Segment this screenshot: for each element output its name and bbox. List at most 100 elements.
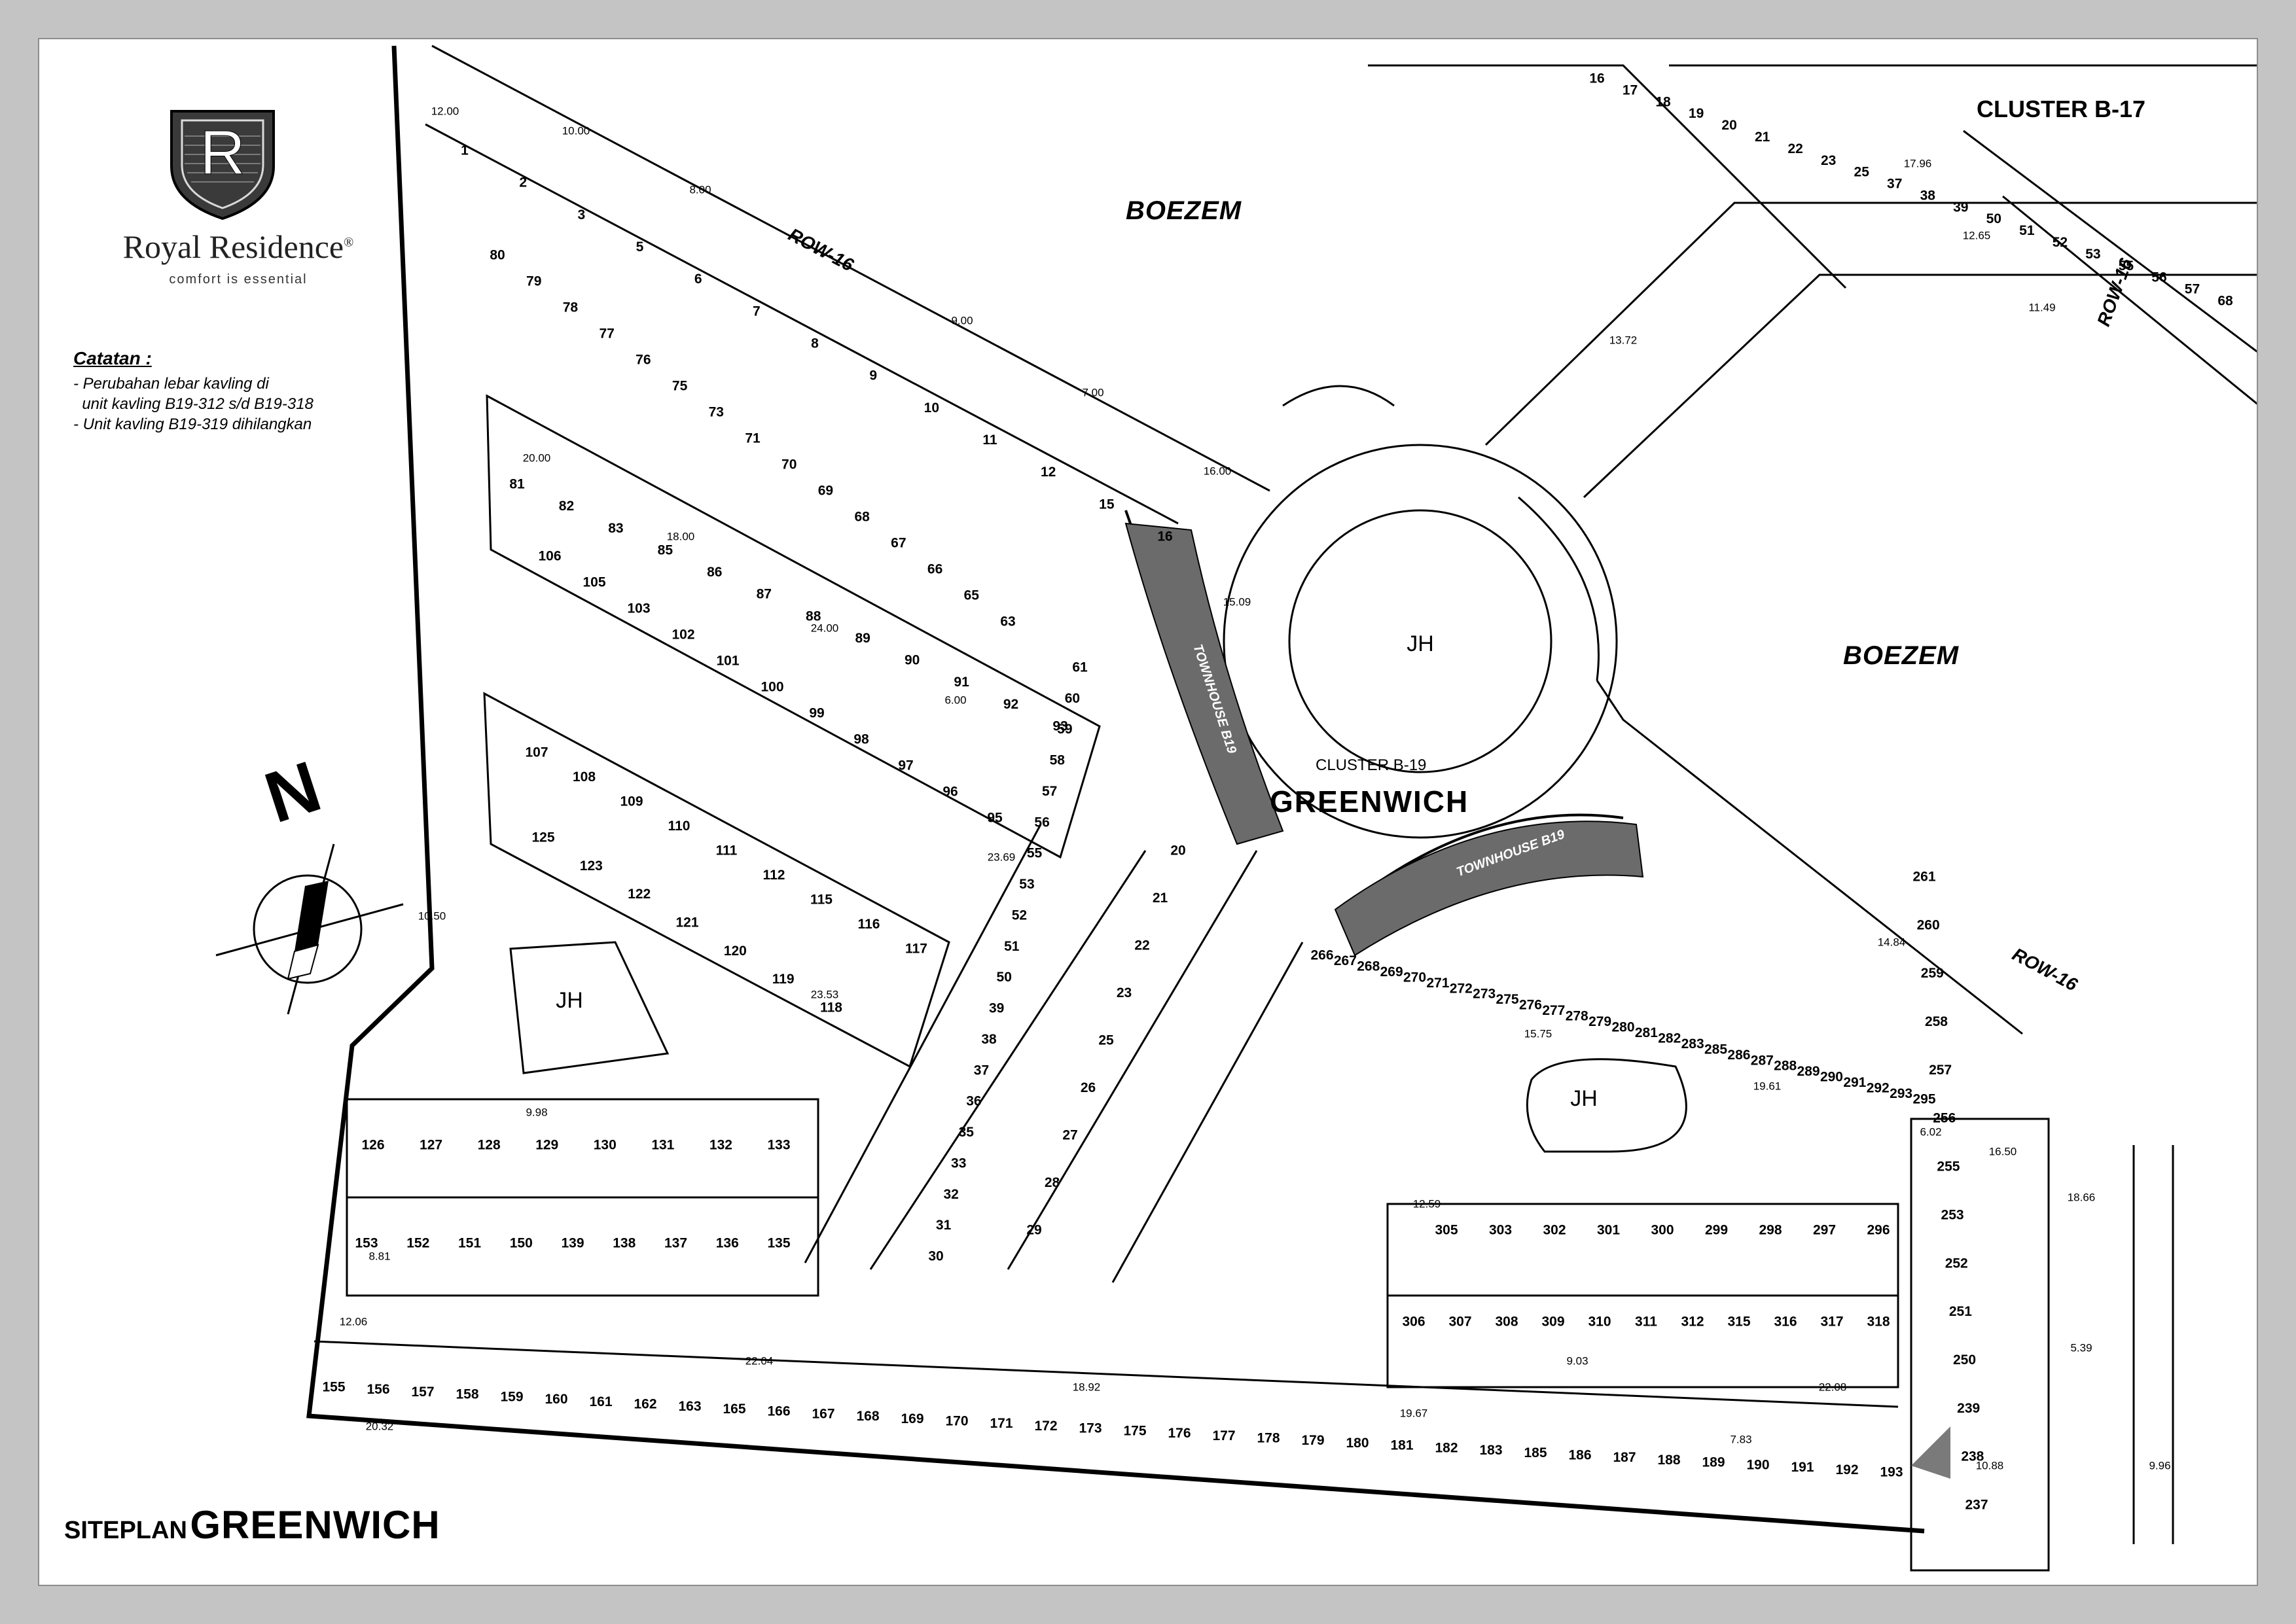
- lot-number: 128: [478, 1138, 501, 1153]
- lot-number: 186: [1568, 1448, 1591, 1463]
- lot-number: 190: [1746, 1457, 1769, 1472]
- note-line: unit kavling B19-312 s/d B19-318: [73, 395, 314, 413]
- lot-number: 159: [500, 1389, 523, 1404]
- lot-number: 301: [1597, 1223, 1620, 1238]
- lot-number: 99: [809, 706, 824, 721]
- lot-number: 305: [1435, 1223, 1458, 1238]
- lot-number: 111: [716, 843, 738, 858]
- lot-number: 257: [1929, 1063, 1952, 1078]
- north-arrow: N: [209, 733, 419, 1047]
- lot-number: 175: [1123, 1423, 1146, 1438]
- lot-number: 58: [1050, 753, 1066, 768]
- lot-number: 87: [757, 587, 772, 602]
- lot-number: 116: [858, 917, 880, 932]
- lot-number: 251: [1949, 1304, 1972, 1319]
- lot-labels: 1235678910111215168079787776757371706968…: [322, 71, 2233, 1513]
- lot-number: 183: [1479, 1443, 1502, 1458]
- lot-number: 60: [1065, 691, 1080, 706]
- lot-number: 255: [1937, 1159, 1960, 1174]
- lot-number: 271: [1426, 976, 1449, 991]
- lot-number: 239: [1957, 1401, 1980, 1416]
- note-line: - Unit kavling B19-319 dihilangkan: [73, 415, 312, 433]
- lot-number: 161: [589, 1394, 612, 1409]
- lot-number: 57: [1042, 784, 1057, 799]
- brand-logo: R: [165, 103, 280, 221]
- lot-number: 71: [745, 431, 761, 446]
- lot-number: 38: [981, 1032, 997, 1047]
- lot-number: 18: [1655, 94, 1671, 109]
- lot-number: 30: [928, 1249, 943, 1264]
- dimension-label: 6.00: [944, 694, 966, 707]
- dimension-label: 20.32: [366, 1421, 394, 1433]
- lot-number: 7: [753, 304, 761, 319]
- lot-number: 115: [810, 892, 833, 908]
- lot-number: 29: [1026, 1223, 1041, 1238]
- lot-number: 36: [966, 1094, 981, 1109]
- lot-number: 86: [707, 565, 722, 580]
- lot-number: 189: [1702, 1455, 1725, 1470]
- lot-number: 269: [1380, 964, 1403, 980]
- site-plan: ROW-16 ROW-16 ROW-16 JH JH JH TOWNHOUSE …: [306, 44, 2257, 1572]
- lot-number: 293: [1890, 1086, 1912, 1101]
- lot-number: 53: [2085, 247, 2100, 262]
- lot-number: 105: [583, 575, 605, 590]
- lot-number: 170: [945, 1414, 968, 1429]
- lot-number: 280: [1611, 1020, 1634, 1035]
- lot-number: 179: [1301, 1433, 1324, 1448]
- plan-linework: [306, 44, 2257, 1572]
- lot-number: 129: [535, 1138, 558, 1153]
- lot-number: 75: [672, 379, 688, 394]
- dimension-label: 20.00: [523, 452, 551, 465]
- lot-number: 6: [694, 272, 702, 287]
- dimension-label: 9.03: [1566, 1355, 1588, 1368]
- lot-number: 318: [1867, 1315, 1890, 1330]
- lot-number: 303: [1489, 1223, 1512, 1238]
- lot-number: 69: [818, 484, 833, 499]
- lot-number: 122: [628, 887, 651, 902]
- lot-number: 155: [322, 1380, 345, 1395]
- townhouse-band-south: [1334, 821, 1644, 957]
- lot-number: 310: [1588, 1315, 1611, 1330]
- lot-number: 173: [1079, 1421, 1102, 1436]
- greenwich-label: GREENWICH: [1270, 785, 1469, 819]
- lot-number: 281: [1635, 1025, 1658, 1040]
- lot-number: 266: [1310, 948, 1333, 963]
- lot-number: 181: [1390, 1438, 1413, 1453]
- cluster-b19-label: CLUSTER B-19: [1316, 756, 1427, 774]
- dimension-label: 5.39: [2070, 1342, 2092, 1354]
- dimension-label: 19.61: [1753, 1080, 1782, 1093]
- footer-title: SITEPLAN GREENWICH: [64, 1502, 440, 1547]
- lot-number: 279: [1588, 1014, 1611, 1029]
- lot-number: 112: [763, 868, 785, 883]
- notes-panel: Catatan : - Perubahan lebar kavling di u…: [73, 348, 314, 434]
- dimension-label: 14.84: [1878, 936, 1906, 949]
- lot-number: 295: [1912, 1092, 1935, 1107]
- lot-number: 166: [767, 1404, 790, 1419]
- lot-number: 76: [636, 353, 651, 368]
- lot-number: 109: [620, 794, 643, 809]
- lot-number: 182: [1435, 1440, 1458, 1455]
- lot-number: 121: [675, 915, 698, 930]
- lot-number: 55: [1027, 846, 1043, 861]
- brand-name: Royal Residence®: [68, 228, 408, 266]
- lot-number: 97: [898, 758, 913, 773]
- lot-number: 37: [1887, 177, 1902, 192]
- dimension-label: 18.92: [1073, 1381, 1101, 1394]
- dimension-label: 24.00: [811, 622, 839, 635]
- lot-number: 296: [1867, 1223, 1890, 1238]
- lot-number: 83: [608, 521, 623, 536]
- lot-number: 120: [724, 944, 747, 959]
- lot-number: 297: [1813, 1223, 1836, 1238]
- lot-number: 98: [853, 732, 869, 747]
- lot-number: 192: [1835, 1462, 1858, 1477]
- lot-number: 167: [812, 1406, 834, 1421]
- dimension-label: 12.00: [431, 105, 459, 118]
- lot-number: 286: [1727, 1048, 1750, 1063]
- lot-number: 16: [1589, 71, 1604, 86]
- dimension-label: 23.53: [811, 989, 839, 1001]
- dimension-label: 17.96: [1904, 158, 1932, 170]
- dimension-label: 11.49: [2028, 302, 2055, 314]
- lot-number: 291: [1843, 1075, 1866, 1090]
- lot-number: 63: [1000, 614, 1015, 629]
- dimension-label: 16.50: [1989, 1146, 2017, 1158]
